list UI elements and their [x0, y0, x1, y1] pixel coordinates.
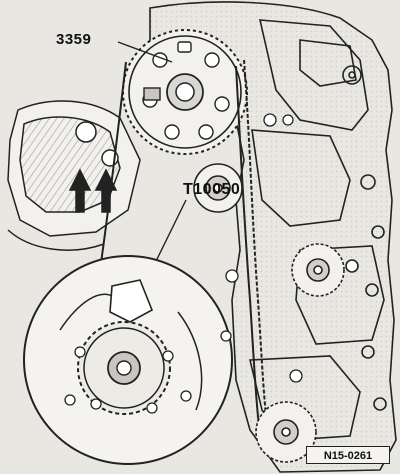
engine-block: [149, 1, 397, 473]
figure-code-label: N15-0261: [306, 446, 390, 464]
tool-3359-pin: [117, 41, 173, 101]
belt-tensioner: [193, 163, 243, 213]
callout-3359: 3359: [56, 31, 92, 48]
fixing-bolts: [220, 113, 303, 383]
intermediate-sprocket: [291, 243, 359, 297]
callout-t10050: T10050: [183, 181, 241, 198]
lower-sprocket: [255, 401, 317, 463]
camshaft-sprocket: [122, 29, 248, 155]
auxiliary-unit: [7, 100, 141, 251]
crankshaft-detail-circle: [23, 255, 233, 465]
timing-belt: [99, 59, 271, 451]
